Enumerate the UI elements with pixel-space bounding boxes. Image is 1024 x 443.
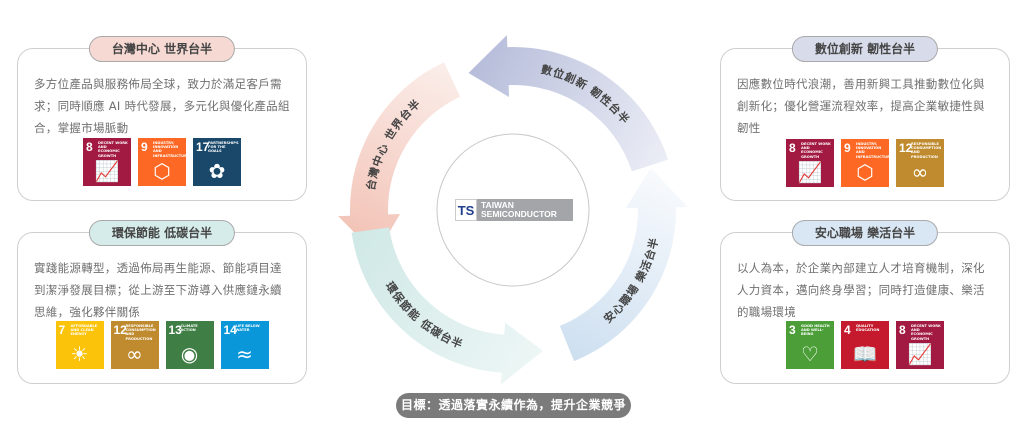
sdg-label: Affordable and clean energy [70,324,98,337]
cycle-arrow-1 [468,35,669,172]
sdg-tiles: 8 Decent work and economic growth 📈 9 In… [18,138,306,186]
sdg-number: 9 [844,141,851,155]
fish-icon: ≈ [236,342,253,366]
sdg-tile-17: 17 Partnerships for the goals ✿ [193,138,241,186]
sdg-tile-14: 14 Life below water ≈ [220,321,269,369]
logo-line2: SEMICONDUCTOR [481,209,557,219]
sdg-label: Decent work and economic growth [98,141,128,158]
card-workplace: 安心職場 樂活台半 以人為本，於企業內部建立人才培育機制，深化人力資本，邁向終身… [720,220,1010,384]
logo-line1: TAIWAN [481,200,514,210]
card-description: 以人為本，於企業內部建立人才培育機制，深化人力資本，邁向終身學習；同時打造健康、… [737,261,985,319]
sdg-label: Industry, innovation and infrastructure [856,142,889,159]
sdg-tile-7: 7 Affordable and clean energy ☀ [55,321,104,369]
heartbeat-icon: ♡ [801,342,819,366]
sdg-number: 12 [899,141,913,155]
chart-up-icon: 📈 [797,160,823,184]
sdg-number: 3 [789,323,796,337]
sdg-tile-8: 8 Decent work and economic growth 📈 [896,321,944,369]
sdg-tile-12: 12 Responsible consumption and productio… [896,139,944,187]
sun-icon: ☀ [70,342,89,366]
sdg-label: Industry, innovation and infrastructure [153,141,186,158]
sdg-label: Responsible consumption and production [911,142,942,159]
logo-mark-icon: TS [455,199,477,221]
card-title-pill: 台灣中心 世界台半 [88,36,236,62]
sdg-number: 14 [223,323,237,337]
sdg-number: 17 [196,140,210,154]
chart-up-icon: 📈 [94,159,120,183]
cubes-icon: ⬡ [153,159,171,183]
infinity-icon: ∞ [126,342,143,366]
card-title-pill: 安心職場 樂活台半 [791,220,939,246]
chart-up-icon: 📈 [907,342,933,366]
sdg-label: Decent work and economic growth [801,142,831,159]
sdg-label: Responsible consumption and production [125,324,156,341]
sdg-number: 9 [141,140,148,154]
sdg-number: 12 [113,323,127,337]
card-title-pill: 數位創新 韌性台半 [791,36,939,62]
sdg-tile-8: 8 Decent work and economic growth 📈 [83,138,131,186]
sdg-number: 8 [899,323,906,337]
sdg-label: Partnerships for the goals [208,141,239,154]
card-title-pill: 環保節能 低碳台半 [88,220,236,246]
sdg-label: Climate action [180,324,198,333]
rings-icon: ✿ [208,159,226,183]
sdg-tiles: 8 Decent work and economic growth 📈 9 In… [721,139,1009,187]
sdg-label: Decent work and economic growth [911,324,941,341]
sdg-tile-13: 13 Climate action ◉ [165,321,214,369]
sdg-tile-3: 3 Good health and well-being ♡ [786,321,834,369]
infinity-icon: ∞ [911,160,929,184]
sdg-tile-4: 4 Quality education 📖 [841,321,889,369]
book-icon: 📖 [852,342,878,366]
cycle-arrow-2 [338,62,461,255]
sdg-tile-9: 9 Industry, innovation and infrastructur… [138,138,186,186]
sdg-number: 8 [789,141,796,155]
sdg-label: Good health and well-being [801,324,830,337]
goal-banner: 目標：透過落實永續作為，提升企業競爭力 [396,393,631,437]
cycle-arrow-3 [351,227,543,385]
card-description: 多方位產品與服務佈局全球，致力於滿足客戶需求；同時順應 AI 時代發展，多元化與… [34,77,290,135]
sdg-number: 8 [86,140,93,154]
sdg-label: Life below water [235,324,260,333]
card-digital-innovation: 數位創新 韌性台半 因應數位時代浪潮，善用新興工具推動數位化與創新化；優化營運流… [720,36,1010,201]
card-description: 因應數位時代浪潮，善用新興工具推動數位化與創新化；優化營運流程效率，提高企業敏捷… [737,77,985,135]
sdg-tile-9: 9 Industry, innovation and infrastructur… [841,139,889,187]
sdg-number: 4 [844,323,851,337]
sdg-tile-12: 12 Responsible consumption and productio… [110,321,159,369]
eye-icon: ◉ [180,342,199,366]
sdg-number: 13 [168,323,182,337]
sdg-label: Quality education [856,324,880,333]
cubes-icon: ⬡ [856,160,874,184]
cycle-arrow-4 [559,167,688,362]
sdg-number: 7 [58,323,66,337]
card-environment: 環保節能 低碳台半 實踐能源轉型，透過佈局再生能源、節能項目達到潔淨發展目標；從… [17,220,307,384]
card-taiwan-center: 台灣中心 世界台半 多方位產品與服務佈局全球，致力於滿足客戶需求；同時順應 AI… [17,36,307,201]
sdg-tile-8: 8 Decent work and economic growth 📈 [786,139,834,187]
sdg-tiles: 7 Affordable and clean energy ☀ 12 Respo… [18,321,306,369]
sdg-tiles: 3 Good health and well-being ♡ 4 Quality… [721,321,1009,369]
card-description: 實踐能源轉型，透過佈局再生能源、節能項目達到潔淨發展目標；從上游至下游導入供應鏈… [34,261,282,319]
